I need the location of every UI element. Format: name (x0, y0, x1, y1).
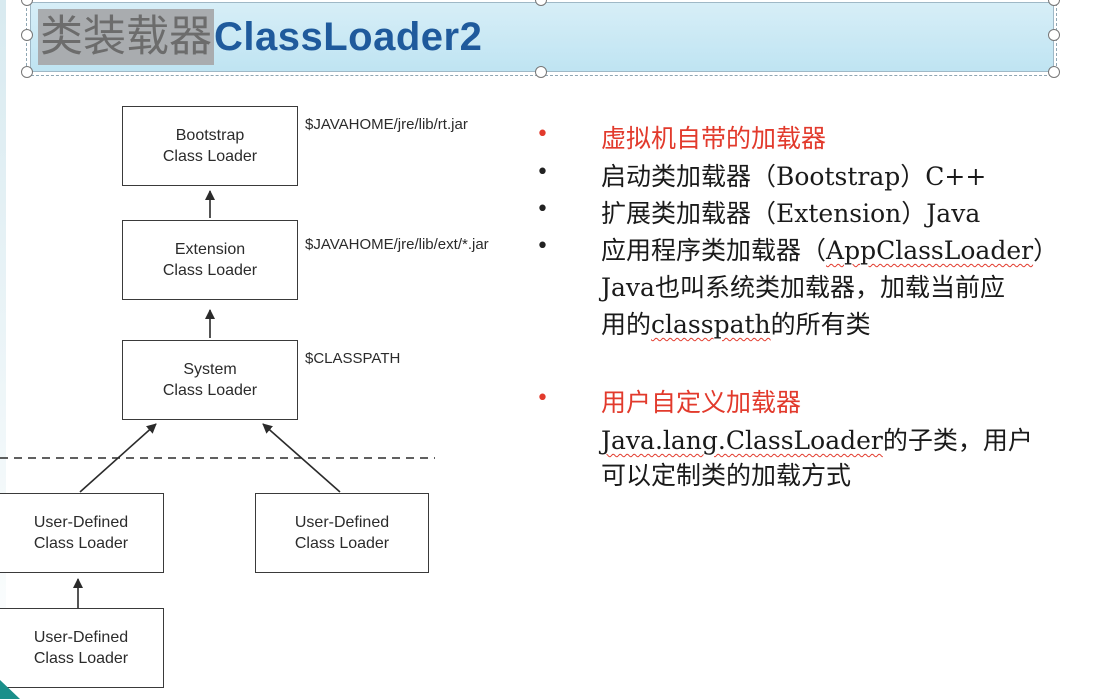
bullet-dot: • (536, 122, 549, 147)
bullet-text: 虚拟机自带的加载器 (601, 124, 827, 153)
extension-class-loader-box: Extension Class Loader (122, 220, 298, 300)
diagram-connectors (0, 190, 435, 608)
title-chinese-selected[interactable]: 类装载器 (38, 9, 214, 65)
bootstrap-class-loader-box: Bootstrap Class Loader (122, 106, 298, 186)
bullet-text-line: 可以定制类的加载方式 (601, 461, 852, 490)
classpath-label: $CLASSPATH (305, 350, 401, 367)
bullet-text: 扩展类加载器（Extension）Java (601, 199, 981, 228)
bullet-text: 启动类加载器（Bootstrap）C++ (601, 162, 987, 191)
user-defined-class-loader-box-3: User-Defined Class Loader (0, 608, 164, 688)
bullet-text: 用户自定义加载器 (601, 388, 802, 417)
resize-handle-middle-right[interactable] (1048, 29, 1060, 41)
bullet-dot: • (536, 234, 549, 259)
bullet-text-line: Java.lang.ClassLoader的子类，用户 (601, 426, 1033, 455)
bullet-dot: • (536, 386, 549, 411)
resize-handle-bottom-right[interactable] (1048, 66, 1060, 78)
extension-path-label: $JAVAHOME/jre/lib/ext/*.jar (305, 236, 489, 253)
bullet-text-line: Java也叫系统类加载器，加载当前应 (601, 273, 1005, 302)
system-class-loader-box: System Class Loader (122, 340, 298, 420)
user-defined-class-loader-box-2: User-Defined Class Loader (255, 493, 429, 573)
resize-handle-bottom-middle[interactable] (535, 66, 547, 78)
classloader-hierarchy-diagram: Bootstrap Class Loader Extension Class L… (0, 0, 540, 699)
slide-left-edge (0, 0, 6, 699)
title-english[interactable]: ClassLoader2 (214, 15, 483, 59)
user-defined-class-loader-box-1: User-Defined Class Loader (0, 493, 164, 573)
resize-handle-middle-left[interactable] (21, 29, 33, 41)
bullet-text-line: 用的classpath的所有类 (601, 310, 871, 339)
bullet-dot: • (536, 197, 549, 222)
resize-handle-bottom-left[interactable] (21, 66, 33, 78)
bullet-text-line: 应用程序类加载器（AppClassLoader） (601, 236, 1059, 265)
bootstrap-path-label: $JAVAHOME/jre/lib/rt.jar (305, 116, 468, 133)
bullet-dot: • (536, 160, 549, 185)
